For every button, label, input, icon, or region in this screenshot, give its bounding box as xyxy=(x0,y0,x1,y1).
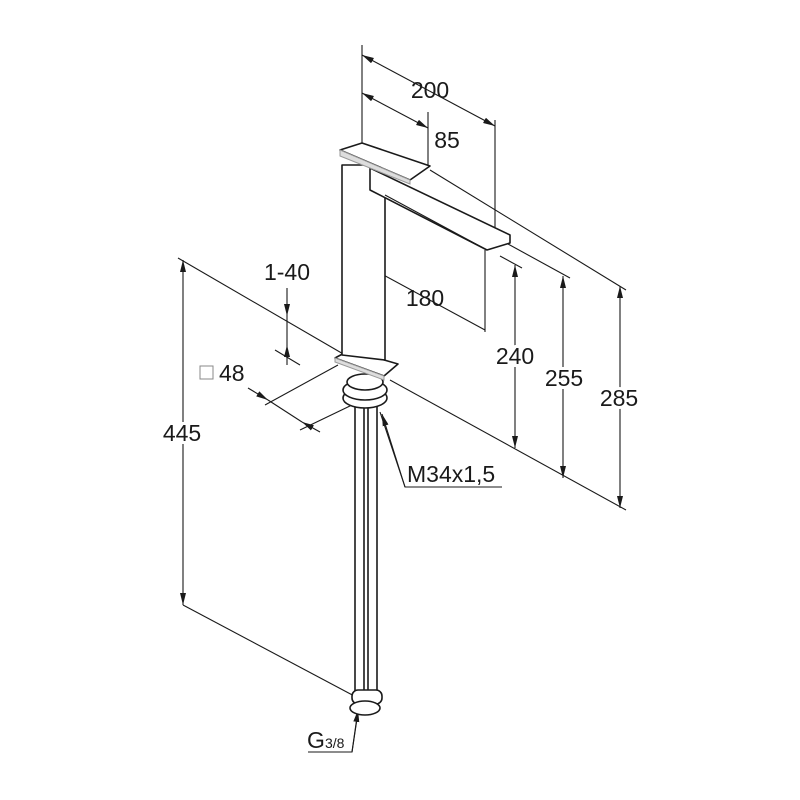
label-85: 85 xyxy=(434,127,460,153)
label-200: 200 xyxy=(411,77,449,103)
hose-right xyxy=(367,399,378,701)
label-180: 180 xyxy=(406,285,444,311)
label-connection: G xyxy=(307,727,325,753)
square-icon xyxy=(199,365,214,380)
label-1-40: 1-40 xyxy=(264,259,310,285)
label-285: 285 xyxy=(600,385,638,411)
faucet xyxy=(334,142,511,716)
dimension-lines xyxy=(180,54,623,753)
dim-48-b xyxy=(301,421,321,433)
label-48: 48 xyxy=(219,360,245,386)
label-240: 240 xyxy=(496,343,534,369)
dim-48-a xyxy=(247,387,269,401)
label-thread: M34x1,5 xyxy=(407,461,495,487)
dim-85 xyxy=(361,92,429,129)
label-connection-fraction: 3/8 xyxy=(325,735,345,751)
spout xyxy=(369,167,511,251)
label-445: 445 xyxy=(163,420,201,446)
hose-left xyxy=(354,399,365,701)
label-255: 255 xyxy=(545,365,583,391)
dim-200 xyxy=(361,54,496,127)
